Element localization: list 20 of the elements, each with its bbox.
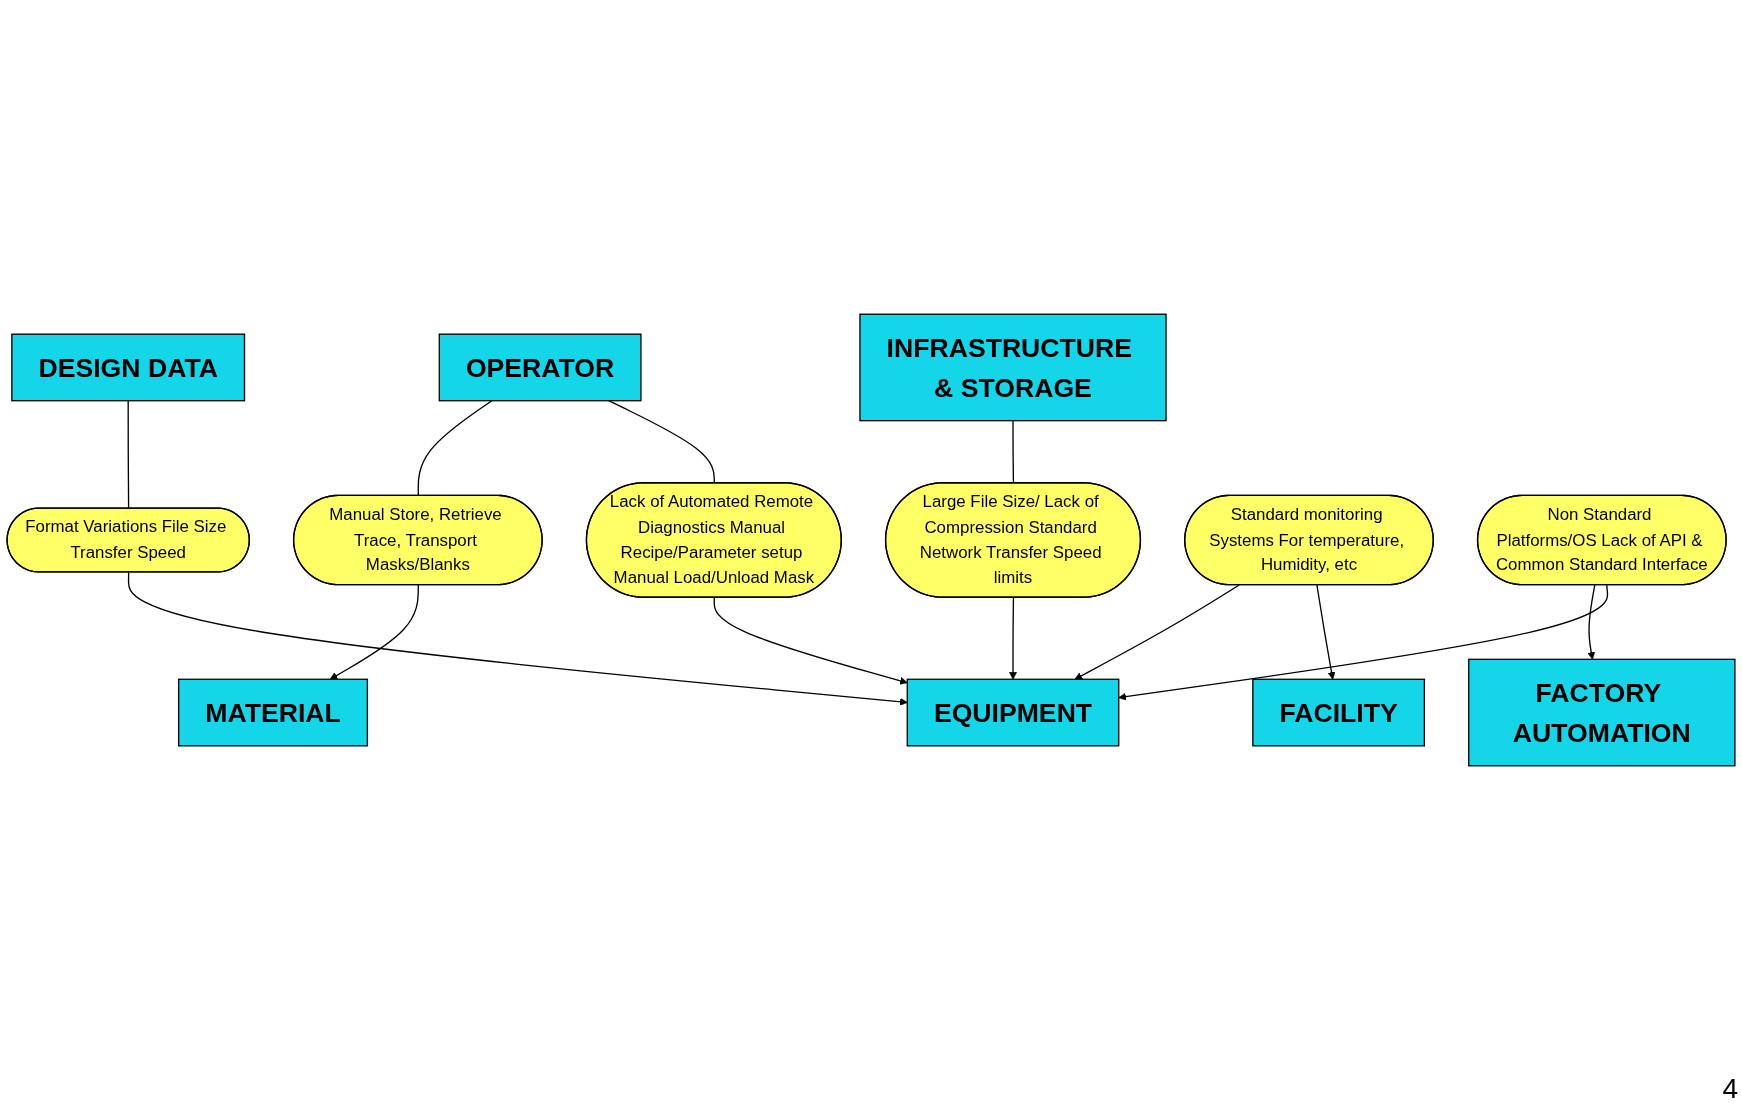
connector	[1012, 420, 1015, 484]
arrow	[1316, 584, 1336, 680]
node-box: EQUIPMENT	[906, 678, 1120, 747]
arrow	[1074, 584, 1240, 680]
connector	[417, 400, 493, 497]
arrow	[329, 584, 419, 680]
node-box: MATERIAL	[177, 678, 369, 747]
node-box: DESIGN DATA	[11, 333, 246, 402]
node-box: FACILITY	[1252, 678, 1426, 747]
connector	[127, 400, 130, 510]
arrow	[713, 597, 908, 685]
node-box: FACTORY AUTOMATION	[1468, 658, 1736, 767]
node-box: OPERATOR	[438, 333, 642, 402]
arrow	[127, 571, 908, 706]
arrow	[1009, 597, 1017, 680]
arrow	[1587, 584, 1596, 660]
node-box: INFRASTRUCTURE & STORAGE	[859, 313, 1167, 422]
connector	[608, 400, 715, 484]
arrow	[1118, 584, 1609, 701]
page-number: 4	[1722, 1073, 1738, 1104]
